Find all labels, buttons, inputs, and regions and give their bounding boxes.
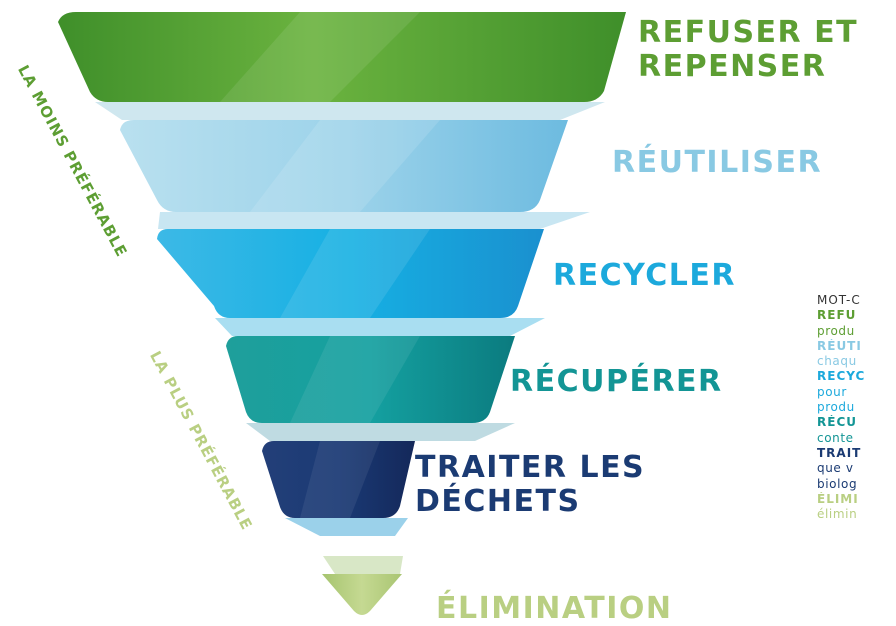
legend-desc-treat-1: que v [817,461,854,476]
tier-1-refuse [58,12,626,102]
tier-3-recycle [157,229,544,318]
tier-6-disposal [322,574,402,615]
ribbon-5 [285,518,408,536]
legend-term-reuse: RÉUTI [817,338,862,353]
tier-3-label-line-1: RECYCLER [553,258,736,293]
legend-desc-refuse: produ [817,323,855,338]
funnel-ribbons [95,102,605,574]
tier-1-label: REFUSER ET REPENSER [638,16,858,83]
legend-desc-reuse: chaqu [817,354,857,369]
legend-desc-recover: conte [817,430,854,445]
tier-2-label: RÉUTILISER [612,146,822,180]
tier-4-recover [226,336,515,423]
keyword-legend: MOT-C REFU produ RÉUTI chaqu RECYC pour … [817,293,896,617]
tier-2-reuse [120,120,568,212]
tier-2-label-line-1: RÉUTILISER [612,145,823,180]
legend-desc-disposal: élimin [817,507,858,522]
tier-5-label-line-1: TRAITER LES [415,450,646,485]
legend-term-disposal: ÉLIMI [817,491,859,506]
legend-term-recycle: RECYC [817,369,866,384]
tier-4-label-line-1: RÉCUPÉRER [510,364,723,399]
tier-5-treat-waste [262,441,415,518]
legend-desc-recycle-2: produ [817,400,855,415]
tier-6-label-line-1: ÉLIMINATION [436,591,673,626]
tier-5-label: TRAITER LES DÉCHETS [415,451,645,518]
legend-desc-recycle-1: pour [817,384,847,399]
legend-term-recover: RÉCU [817,415,857,430]
legend-term-treat: TRAIT [817,445,862,460]
tier-4-label: RÉCUPÉRER [510,365,723,399]
legend-heading: MOT-C [817,293,861,307]
tier-1-label-line-1: REFUSER ET [638,15,859,50]
tier-6-label: ÉLIMINATION [436,592,673,626]
legend-desc-treat-2: biolog [817,476,858,491]
ribbon-6 [323,556,403,574]
tier-3-label: RECYCLER [553,259,736,293]
tier-1-label-line-2: REPENSER [638,48,827,84]
ribbon-2 [158,212,590,229]
tier-5-label-line-2: DÉCHETS [415,483,581,519]
ribbon-1 [95,102,605,120]
legend-term-refuse: REFU [817,308,857,323]
ribbon-4 [246,423,515,441]
ribbon-3 [215,318,545,336]
